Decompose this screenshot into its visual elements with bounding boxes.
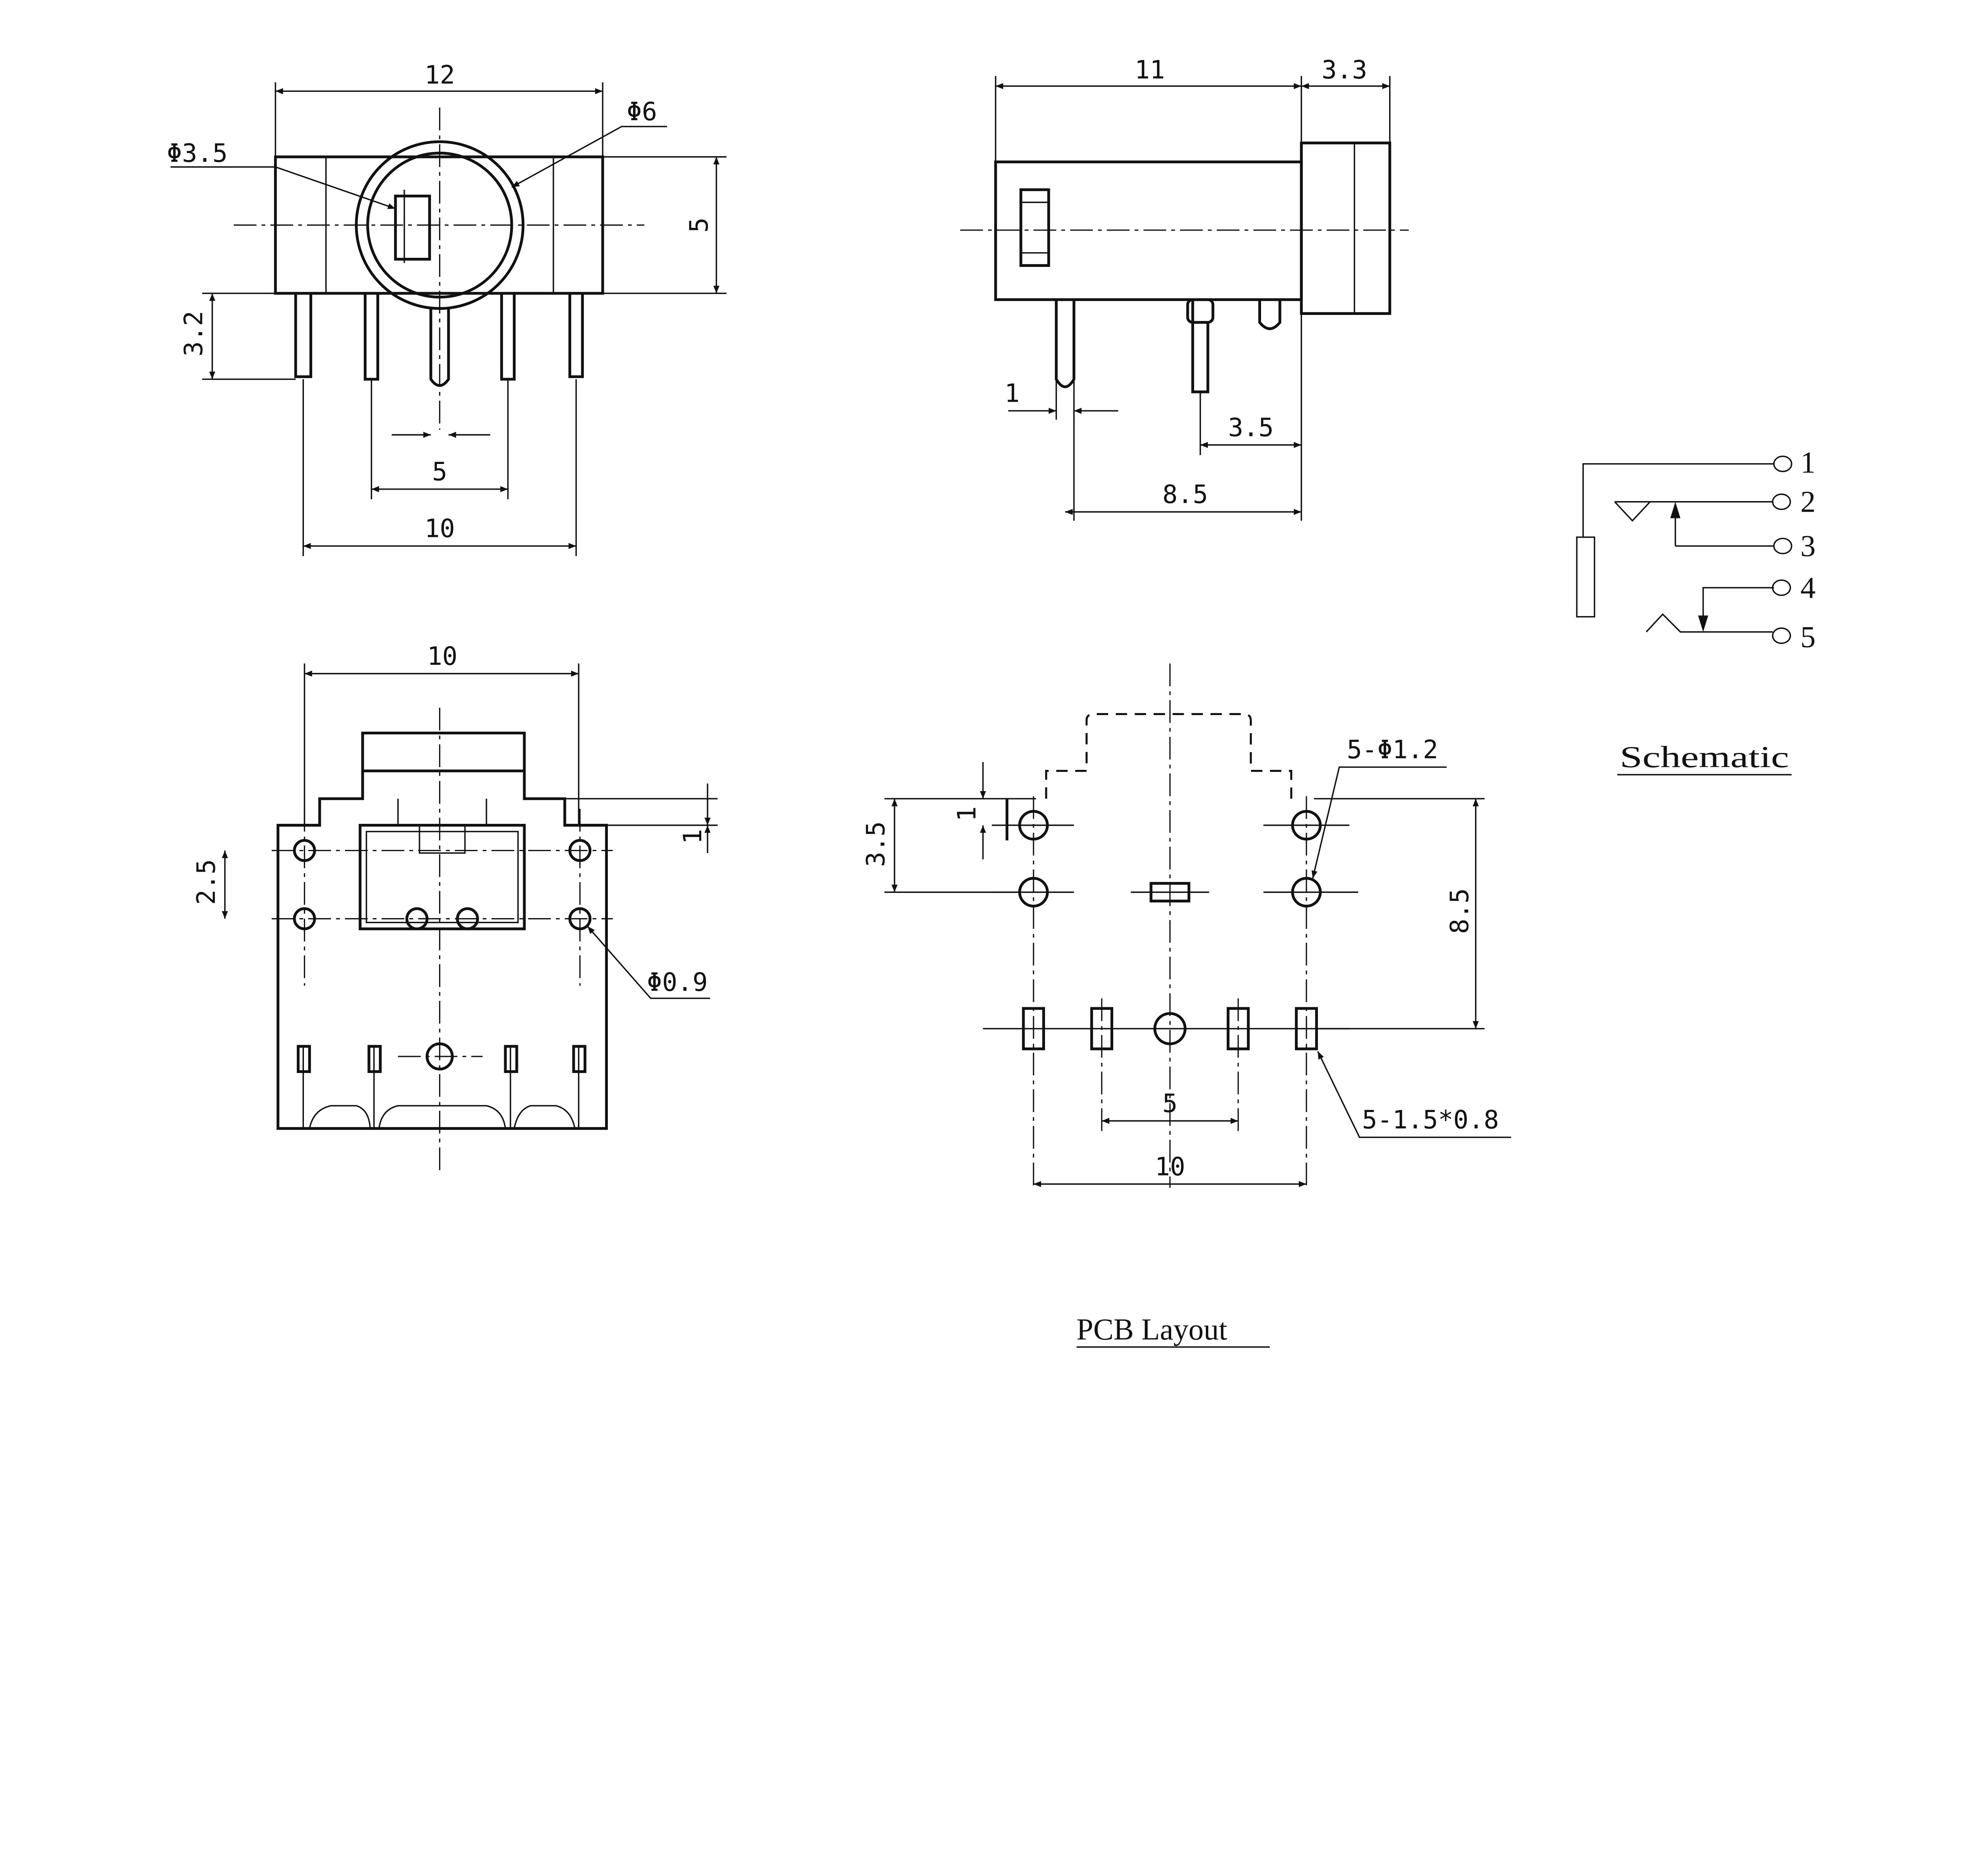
front-view: 12 5 3.2 5 10 Φ3.5 Φ6 bbox=[167, 61, 727, 556]
hole-diameter-label: Φ0.9 bbox=[647, 968, 708, 997]
pcb-dim-hole-pitch-3-5: 3.5 bbox=[862, 821, 891, 867]
pcb-dim-pad-pitch-5: 5 bbox=[1162, 1089, 1178, 1118]
pcb-dim-offset-1: 1 bbox=[952, 806, 982, 822]
outer-diameter-label: Φ6 bbox=[627, 97, 657, 127]
dim-hole-pitch-2-5: 2.5 bbox=[192, 859, 221, 905]
pin-4-label: 4 bbox=[1800, 571, 1815, 605]
technical-drawing: 12 5 3.2 5 10 Φ3.5 Φ6 11 3.3 bbox=[167, 56, 1816, 1348]
pcb-dim-row-span-8-5: 8.5 bbox=[1445, 888, 1474, 934]
dim-body-length-11: 11 bbox=[1135, 56, 1165, 85]
pcb-dim-pad-span-10: 10 bbox=[1155, 1152, 1185, 1181]
dim-pin-width-1: 1 bbox=[1004, 379, 1020, 408]
dim-width-12: 12 bbox=[425, 61, 455, 90]
pad-note-label: 5-1.5*0.8 bbox=[1362, 1106, 1499, 1135]
dim-pin-span-10: 10 bbox=[425, 514, 455, 544]
inner-diameter-label: Φ3.5 bbox=[167, 139, 227, 168]
dim-nose-length-3-3: 3.3 bbox=[1322, 56, 1367, 85]
bottom-view: 10 2.5 1 Φ0.9 bbox=[192, 642, 718, 1176]
pin-5-label: 5 bbox=[1800, 620, 1815, 654]
pin-1-label: 1 bbox=[1800, 445, 1815, 479]
hole-note-label: 5-Φ1.2 bbox=[1347, 736, 1438, 765]
side-view: 11 3.3 1 3.5 8.5 bbox=[960, 56, 1409, 521]
schematic: 1 2 3 4 5 Schematic bbox=[1576, 445, 1816, 775]
dim-offset-1: 1 bbox=[678, 829, 708, 844]
pin-3-label: 3 bbox=[1800, 529, 1815, 563]
pcb-layout: 3.5 1 8.5 5 10 5-Φ1.2 5-1.5*0.8 PCB Layo… bbox=[862, 663, 1511, 1348]
pcb-layout-title: PCB Layout bbox=[1077, 1312, 1227, 1346]
schematic-title: Schematic bbox=[1620, 740, 1789, 774]
dim-pin-pitch-5: 5 bbox=[432, 457, 447, 486]
dim-pin-length-3-2: 3.2 bbox=[179, 311, 209, 357]
dim-width-10: 10 bbox=[427, 642, 457, 671]
dim-pin-offset-3-5: 3.5 bbox=[1228, 413, 1274, 442]
pin-2-label: 2 bbox=[1800, 485, 1815, 519]
dim-height-5: 5 bbox=[685, 218, 714, 233]
dim-pin-span-8-5: 8.5 bbox=[1162, 480, 1208, 509]
